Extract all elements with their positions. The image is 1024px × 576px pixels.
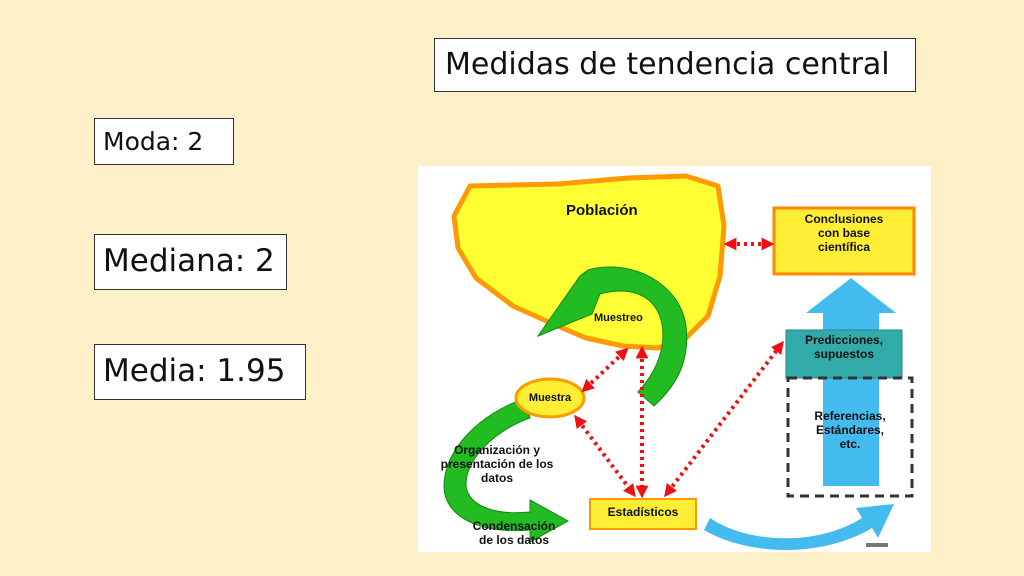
condensacion-label: Condensación de los datos xyxy=(472,519,556,547)
conclusiones-box xyxy=(772,206,916,276)
dotted-arrow-muestra-estadisticos xyxy=(574,414,636,498)
blue-curved-arrow xyxy=(704,504,894,550)
estadisticos-box xyxy=(589,498,697,530)
blue-up-arrow xyxy=(806,278,896,331)
organizacion-green-arrow xyxy=(443,397,570,543)
predicciones-label: Predicciones, supuestos xyxy=(804,333,884,361)
muestra-blob xyxy=(514,377,586,419)
dotted-arrow-muestra-poblacion xyxy=(581,347,629,393)
statistics-process-diagram: Población Conclusiones con base científi… xyxy=(418,166,931,552)
moda-box: Moda: 2 xyxy=(94,118,234,165)
corner-mark xyxy=(866,543,888,547)
conclusiones-label: Conclusiones con base científica xyxy=(804,212,884,254)
predicciones-box xyxy=(785,329,903,379)
referencias-box xyxy=(786,376,914,498)
muestra-label: Muestra xyxy=(528,392,572,404)
page-title: Medidas de tendencia central xyxy=(434,38,916,92)
media-box: Media: 1.95 xyxy=(94,344,306,400)
mediana-box: Mediana: 2 xyxy=(94,234,287,290)
referencias-label: Referencias, Estándares, etc. xyxy=(814,409,886,451)
dotted-arrow-estadisticos-predicciones xyxy=(664,340,784,498)
organizacion-label: Organización y presentación de los datos xyxy=(440,443,554,485)
poblacion-label: Población xyxy=(566,202,638,219)
estadisticos-label: Estadísticos xyxy=(607,505,679,519)
muestreo-label: Muestreo xyxy=(594,312,643,324)
